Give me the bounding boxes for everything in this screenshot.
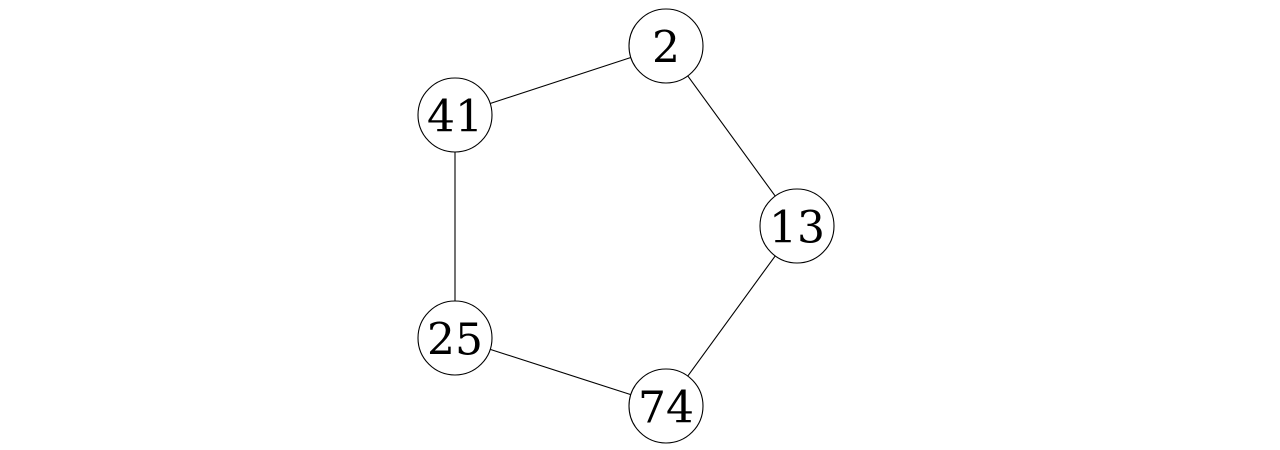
nodes-layer: 2 13 74 25 41: [417, 8, 835, 444]
node-circle: [628, 368, 704, 444]
node-2: 2: [628, 8, 704, 84]
node-13: 13: [759, 188, 835, 264]
node-circle: [628, 8, 704, 84]
edge-2-13: [687, 75, 776, 197]
node-41: 41: [417, 77, 493, 153]
node-circle: [417, 300, 493, 376]
node-label: 13: [769, 203, 825, 254]
node-label: 25: [427, 315, 483, 366]
node-25: 25: [417, 300, 493, 376]
edge-74-25: [490, 348, 631, 396]
node-circle: [417, 77, 493, 153]
node-label: 2: [652, 23, 680, 74]
edge-41-2: [489, 56, 632, 105]
node-74: 74: [628, 368, 704, 444]
edges-layer: [454, 56, 776, 396]
node-label: 41: [427, 92, 483, 143]
node-label: 74: [638, 383, 694, 434]
edge-13-74: [687, 255, 776, 377]
node-circle: [759, 188, 835, 264]
